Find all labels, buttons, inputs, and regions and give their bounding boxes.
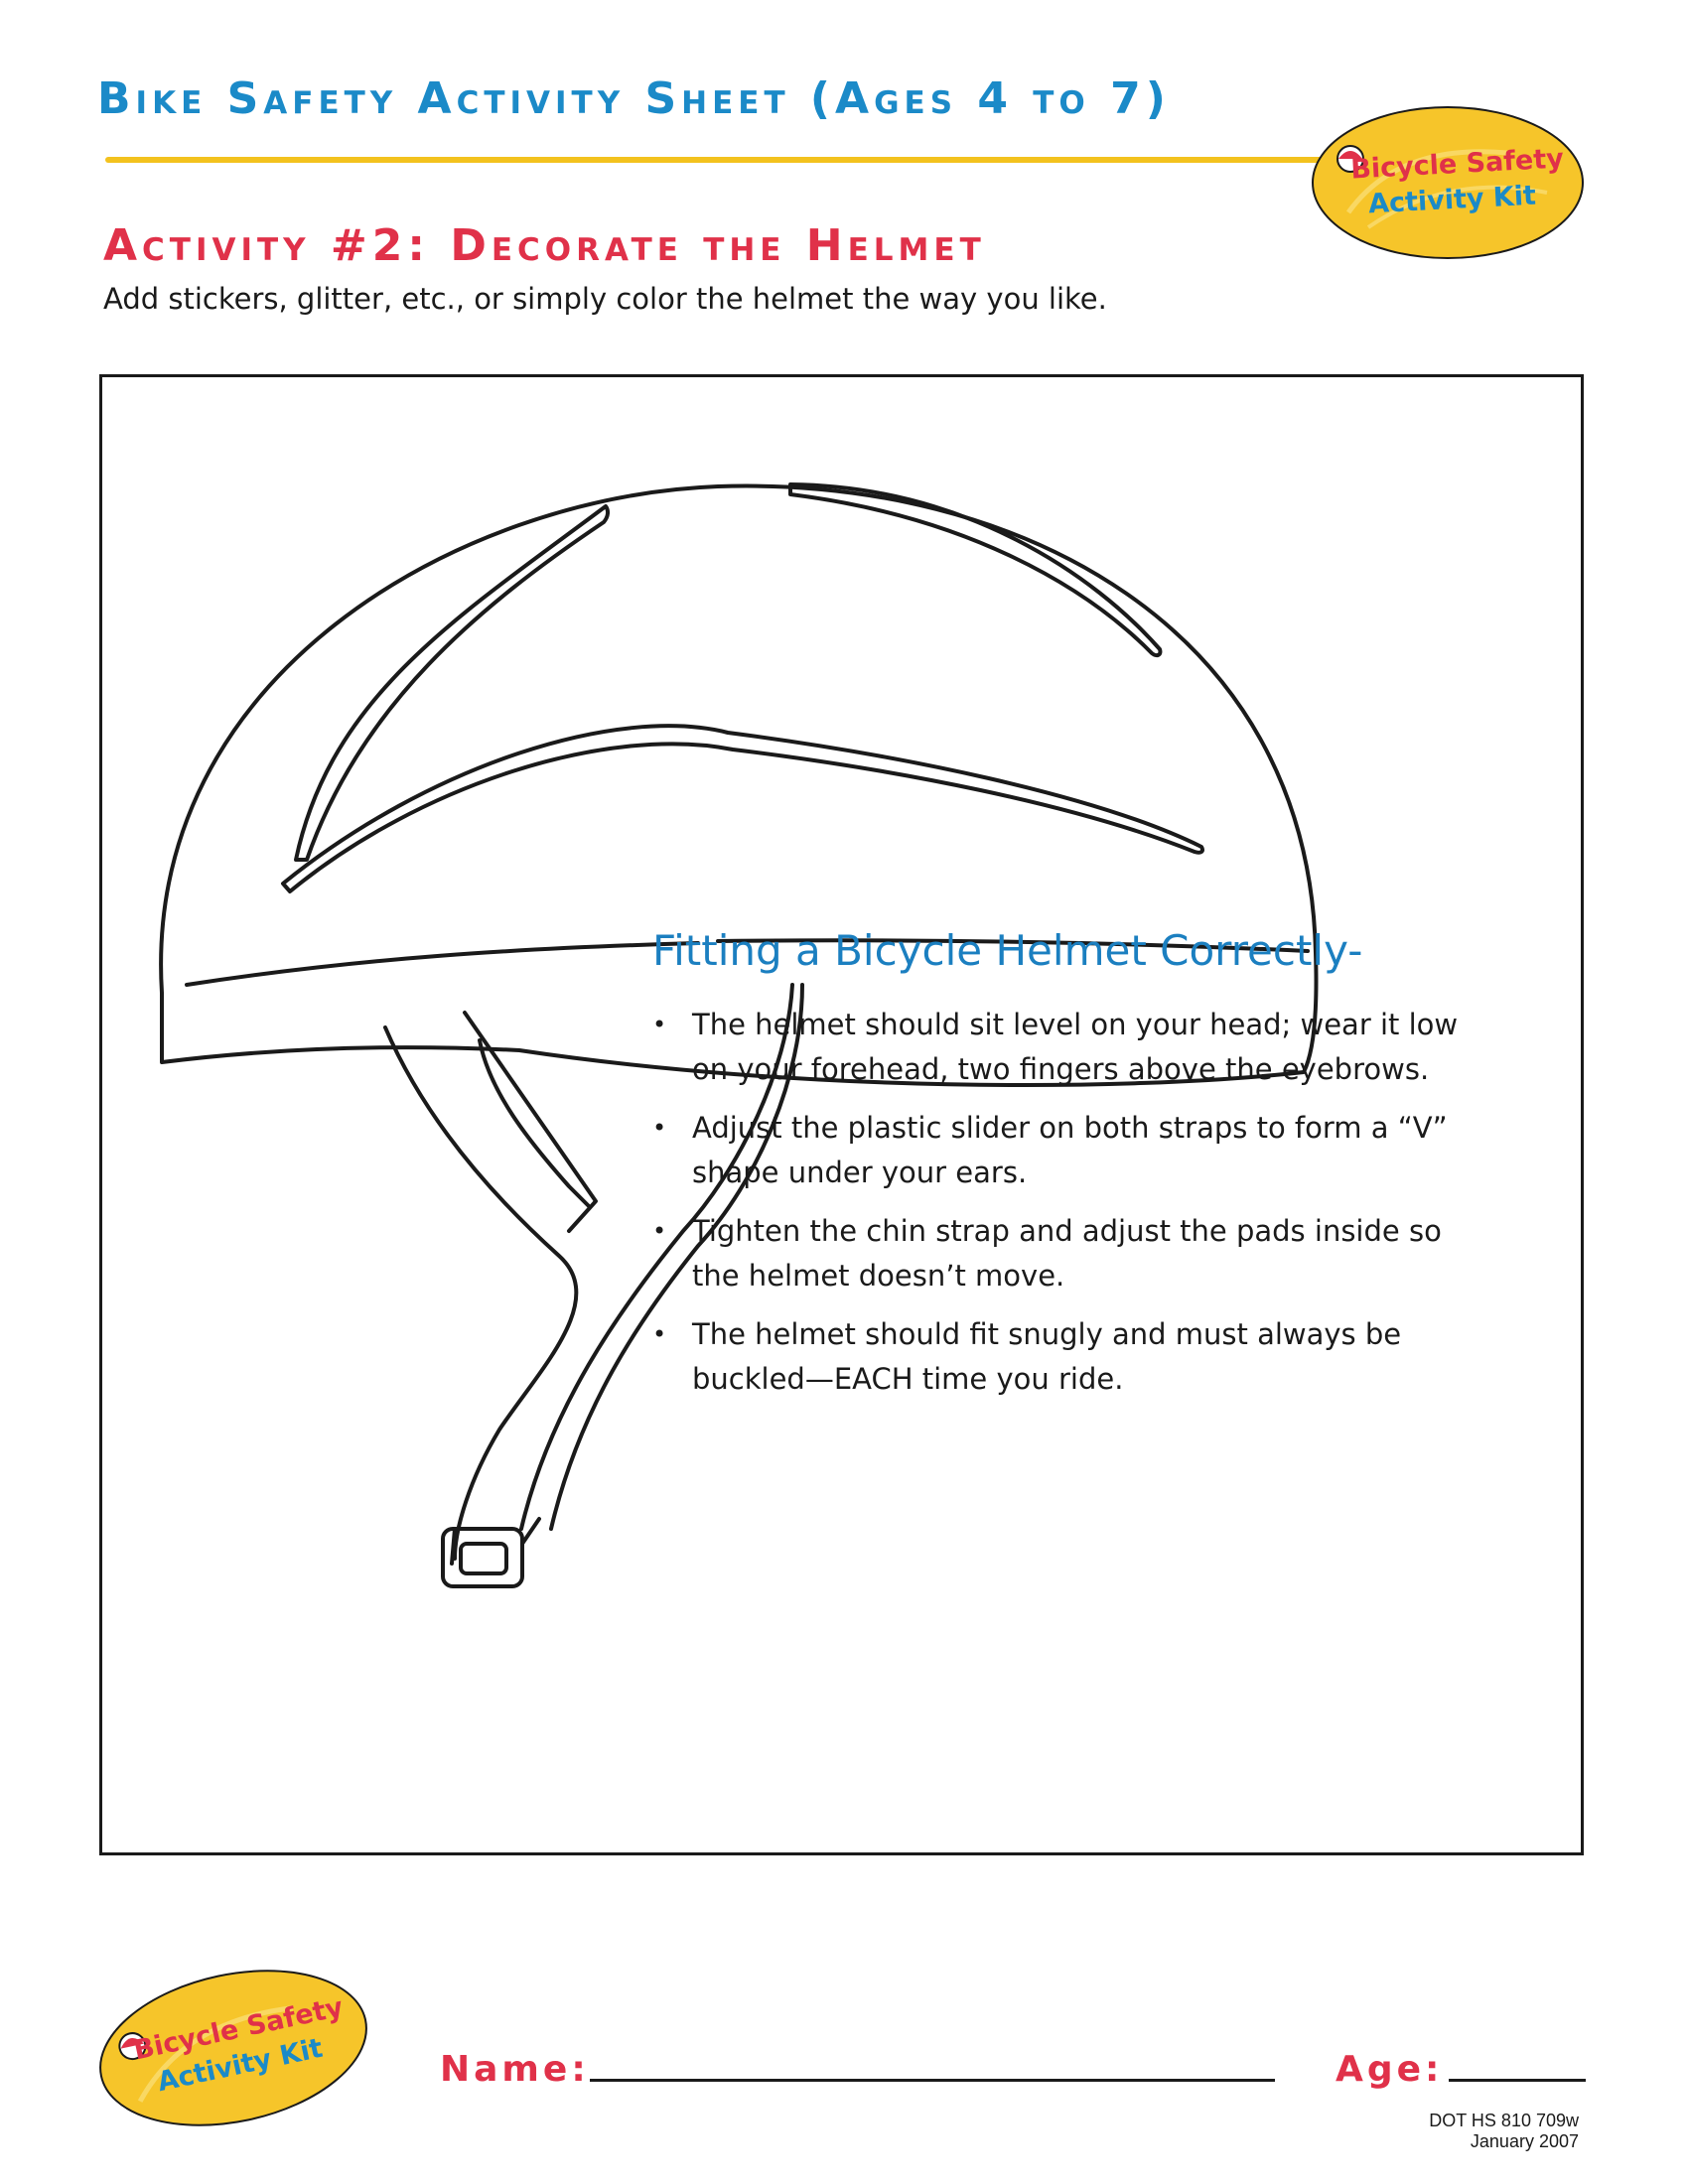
tip-text: Adjust the plastic slider on both straps…: [692, 1111, 1448, 1189]
name-field[interactable]: [590, 2079, 1275, 2082]
sheet-title: Bike Safety Activity Sheet (Ages 4 to 7): [97, 73, 1171, 124]
list-item: • The helmet should sit level on your hea…: [652, 1003, 1477, 1092]
fitting-tips-heading: Fitting a Bicycle Helmet Correctly-: [652, 926, 1363, 975]
fitting-tips-list: • The helmet should sit level on your hea…: [652, 1003, 1477, 1416]
bullet-icon: •: [652, 1320, 667, 1348]
tip-text: Tighten the chin strap and adjust the pa…: [692, 1214, 1442, 1293]
activity-instructions: Add stickers, glitter, etc., or simply c…: [103, 282, 1107, 316]
bullet-icon: •: [652, 1217, 667, 1245]
age-field[interactable]: [1449, 2079, 1586, 2082]
helmet-drawing-icon: [159, 482, 1319, 1588]
list-item: • The helmet should fit snugly and must a…: [652, 1312, 1477, 1402]
age-label: Age:: [1336, 2049, 1444, 2090]
bicycle-safety-logo-icon: Bicycle Safety Activity Kit: [99, 1970, 367, 2126]
document-info: DOT HS 810 709w January 2007: [1429, 2111, 1579, 2152]
tip-text: The helmet should sit level on your head…: [692, 1008, 1459, 1086]
bicycle-safety-logo-icon: Bicycle Safety Activity Kit: [1312, 106, 1584, 259]
bullet-icon: •: [652, 1114, 667, 1142]
drawing-area: [99, 374, 1584, 1855]
document-date: January 2007: [1470, 2131, 1579, 2151]
title-divider: [105, 157, 1327, 163]
tip-text: The helmet should fit snugly and must al…: [692, 1317, 1402, 1396]
document-number: DOT HS 810 709w: [1429, 2111, 1579, 2130]
bullet-icon: •: [652, 1011, 667, 1038]
name-label: Name:: [440, 2049, 590, 2090]
activity-heading: Activity #2: Decorate the Helmet: [103, 220, 986, 271]
list-item: • Adjust the plastic slider on both strap…: [652, 1106, 1477, 1195]
list-item: • Tighten the chin strap and adjust the p…: [652, 1209, 1477, 1298]
